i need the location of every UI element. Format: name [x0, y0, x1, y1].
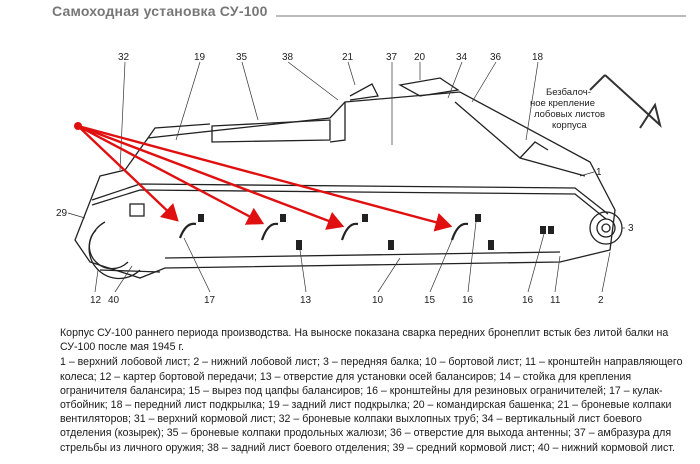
- leader-lines: [67, 61, 625, 293]
- label-11: 11: [550, 295, 561, 306]
- label-3: 3: [628, 223, 634, 234]
- label-16a: 16: [522, 295, 534, 306]
- label-13: 13: [300, 295, 312, 306]
- label-38: 38: [282, 52, 294, 63]
- label-18: 18: [532, 52, 544, 63]
- label-17: 17: [204, 295, 216, 306]
- label-12: 12: [90, 295, 102, 306]
- label-16b: 16: [462, 295, 474, 306]
- suspension-cutouts: [178, 222, 469, 241]
- label-19: 19: [194, 52, 206, 63]
- figure-caption: Корпус СУ-100 раннего периода производст…: [60, 326, 690, 455]
- inset-arrow: [589, 74, 662, 129]
- caption-intro: Корпус СУ-100 раннего периода производст…: [60, 327, 669, 354]
- page-header: Самоходная установка СУ-100: [0, 0, 700, 26]
- page-title: Самоходная установка СУ-100: [52, 3, 268, 19]
- label-34: 34: [456, 52, 468, 63]
- label-29: 29: [56, 208, 68, 219]
- hull-outline: [74, 77, 623, 280]
- label-32: 32: [118, 52, 130, 63]
- suspension-brackets: [198, 214, 554, 250]
- label-20: 20: [414, 52, 426, 63]
- label-2: 2: [598, 295, 604, 306]
- header-rule: [276, 15, 686, 17]
- label-40: 40: [108, 295, 120, 306]
- label-37: 37: [386, 52, 398, 63]
- hull-drawing: Безбалоч- ное крепление лобовых листов к…: [56, 52, 662, 306]
- label-21: 21: [342, 52, 354, 63]
- label-15: 15: [424, 295, 436, 306]
- label-36: 36: [490, 52, 502, 63]
- label-10: 10: [372, 295, 384, 306]
- arrow-origin: [74, 122, 82, 130]
- inset-note: Безбалоч- ное крепление лобовых листов к…: [530, 87, 608, 131]
- label-35: 35: [236, 52, 248, 63]
- weld-arrows: [77, 124, 453, 232]
- caption-legend: 1 – верхний лобовой лист; 2 – нижний лоб…: [60, 356, 683, 454]
- part-labels: 32 19 35 38 21 37 20 34 36 18 1 3 2 11 1…: [56, 52, 634, 306]
- label-1: 1: [596, 167, 602, 178]
